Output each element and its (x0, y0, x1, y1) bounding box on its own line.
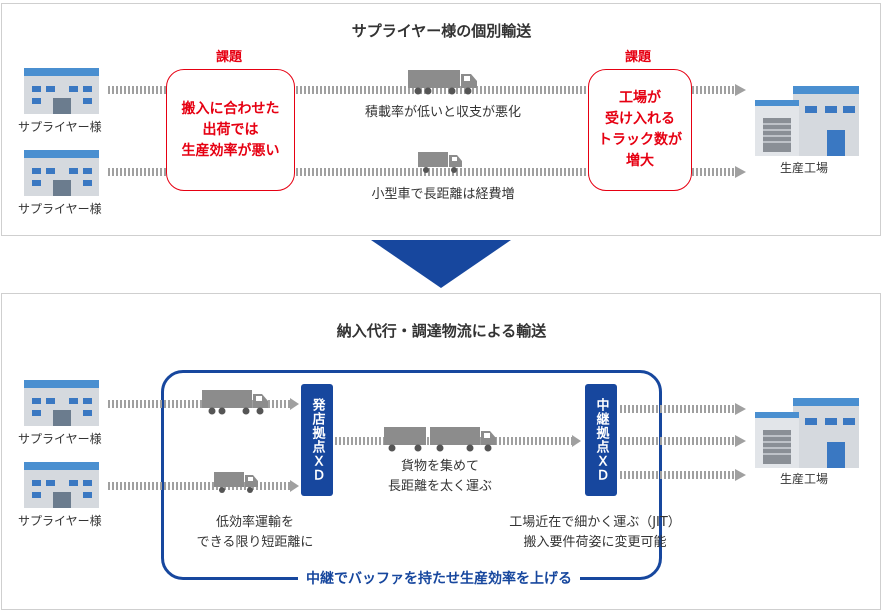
issue-right-line: 増大 (626, 153, 654, 169)
supplier-building-icon (24, 150, 99, 196)
issue-right-line: 受け入れる (605, 111, 675, 127)
supplier-building-icon (24, 380, 99, 426)
right-caption-line: 工場近在で細かく運ぶ（JIT） (509, 515, 681, 530)
issue-left-line: 出荷では (202, 121, 259, 138)
hub-origin-xd: 発店拠点ＸＤ (301, 384, 333, 496)
bottom-route-line (620, 435, 746, 447)
supplier-label-2: サプライヤー様 (18, 202, 102, 216)
bottom-route-line (108, 480, 299, 492)
factory-icon (755, 398, 859, 468)
issue-left-line: 搬入に合わせた (181, 100, 280, 117)
supplier-label-1: サプライヤー様 (18, 120, 102, 134)
bottom-title: 納入代行・調達物流による輸送 (336, 322, 547, 340)
factory-label: 生産工場 (780, 472, 829, 486)
right-caption-line: 搬入要件荷姿に変更可能 (523, 535, 667, 550)
bottom-route-line (620, 403, 746, 415)
issue-box-left: 搬入に合わせた 出荷では 生産効率が悪い (166, 69, 295, 191)
small-truck-icon (214, 472, 258, 493)
issue-label-left: 課題 (216, 50, 243, 65)
down-arrow (371, 240, 511, 288)
issue-right-line: 工場が (619, 90, 661, 106)
middle-caption-line: 貨物を集めて (400, 459, 479, 474)
bottom-route-line (620, 469, 746, 481)
issue-right-line: トラック数が (598, 132, 682, 148)
hub-relay-xd: 中継拠点ＸＤ (585, 384, 617, 496)
double-trailer-truck-icon (384, 427, 496, 452)
issue-label-right: 課題 (625, 50, 652, 65)
bottom-route-line (335, 435, 581, 447)
left-caption-line: 低効率運輸を (215, 515, 294, 530)
middle-caption: 貨物を集めて 長距離を太く運ぶ (360, 457, 520, 497)
route2-caption: 小型車で長距離は経費増 (371, 187, 515, 202)
truck-icon (202, 390, 268, 415)
supplier-building-icon (24, 462, 99, 508)
left-caption-line: できる限り短距離に (196, 535, 314, 550)
footer-message: 中継でバッファを持たせ生産効率を上げる (298, 568, 580, 588)
supplier-label-2: サプライヤー様 (18, 514, 102, 528)
route1-caption: 積載率が低いと収支が悪化 (364, 105, 521, 120)
factory-label: 生産工場 (780, 161, 829, 175)
supplier-label-1: サプライヤー様 (18, 432, 102, 446)
small-truck-icon (418, 152, 462, 173)
middle-caption-line: 長距離を太く運ぶ (387, 479, 492, 494)
left-caption: 低効率運輸を できる限り短距離に (175, 513, 335, 553)
truck-icon (408, 70, 477, 95)
top-title: サプライヤー様の個別輸送 (351, 22, 532, 40)
right-caption: 工場近在で細かく運ぶ（JIT） 搬入要件荷姿に変更可能 (490, 513, 700, 553)
issue-left-line: 生産効率が悪い (181, 142, 280, 159)
issue-box-right: 工場が 受け入れる トラック数が 増大 (588, 69, 692, 191)
supplier-building-icon (24, 68, 99, 114)
top-panel (1, 3, 881, 236)
bottom-route-line (108, 398, 299, 410)
bottom-panel (1, 293, 881, 610)
factory-icon (755, 86, 859, 156)
